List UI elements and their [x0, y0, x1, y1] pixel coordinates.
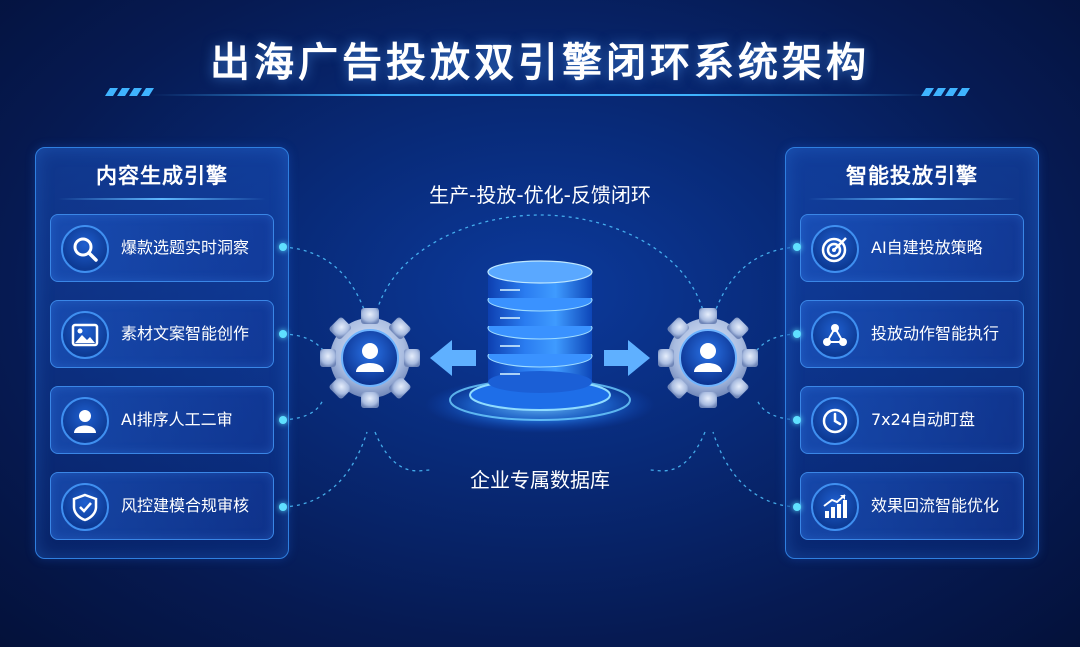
user-icon [61, 397, 109, 445]
content-engine-panel: 内容生成引擎 爆款选题实时洞察 素材文案智能创作 AI排序人工二审 风控建模合规… [35, 147, 289, 559]
arrow-left [430, 340, 476, 376]
title-decoration-left [105, 88, 154, 96]
panel-title: 智能投放引擎 [846, 164, 978, 188]
item-label: 7x24自动盯盘 [871, 410, 976, 429]
search-icon [61, 225, 109, 273]
item-label: 投放动作智能执行 [871, 324, 1000, 343]
arrow-right [604, 340, 650, 376]
list-item[interactable]: 素材文案智能创作 [50, 300, 274, 368]
image-icon [61, 311, 109, 359]
gear-left [320, 308, 420, 408]
clock-icon [811, 397, 859, 445]
list-item[interactable]: 7x24自动盯盘 [800, 386, 1024, 454]
connector-dot [793, 330, 801, 338]
panel-title-divider [58, 198, 266, 200]
connector-dot [279, 330, 287, 338]
list-item[interactable]: 爆款选题实时洞察 [50, 214, 274, 282]
item-label: AI自建投放策略 [871, 238, 983, 257]
panel-title: 内容生成引擎 [96, 164, 228, 188]
list-item[interactable]: 效果回流智能优化 [800, 472, 1024, 540]
chart-growth-icon [811, 483, 859, 531]
database-label: 企业专属数据库 [470, 468, 610, 492]
list-item[interactable]: 风控建模合规审核 [50, 472, 274, 540]
connector-dot [279, 243, 287, 251]
title-underline [150, 94, 930, 96]
title-decoration-right [921, 88, 970, 96]
connector-dot [793, 503, 801, 511]
item-label: AI排序人工二审 [121, 410, 233, 429]
item-label: 素材文案智能创作 [121, 324, 250, 343]
item-label: 爆款选题实时洞察 [121, 238, 250, 257]
list-item[interactable]: AI排序人工二审 [50, 386, 274, 454]
connector-dot [279, 416, 287, 424]
panel-title-divider [808, 198, 1016, 200]
target-icon [811, 225, 859, 273]
item-label: 效果回流智能优化 [871, 496, 1000, 515]
list-item[interactable]: AI自建投放策略 [800, 214, 1024, 282]
item-label: 风控建模合规审核 [121, 496, 250, 515]
shield-check-icon [61, 483, 109, 531]
database-icon [425, 260, 655, 433]
loop-label: 生产-投放-优化-反馈闭环 [429, 183, 651, 207]
connector-dot [793, 416, 801, 424]
network-icon [811, 311, 859, 359]
page-title: 出海广告投放双引擎闭环系统架构 [210, 40, 870, 86]
gear-right [658, 308, 758, 408]
list-item[interactable]: 投放动作智能执行 [800, 300, 1024, 368]
connector-dot [279, 503, 287, 511]
connector-dot [793, 243, 801, 251]
delivery-engine-panel: 智能投放引擎 AI自建投放策略 投放动作智能执行 7x24自动盯盘 效果回流智能… [785, 147, 1039, 559]
